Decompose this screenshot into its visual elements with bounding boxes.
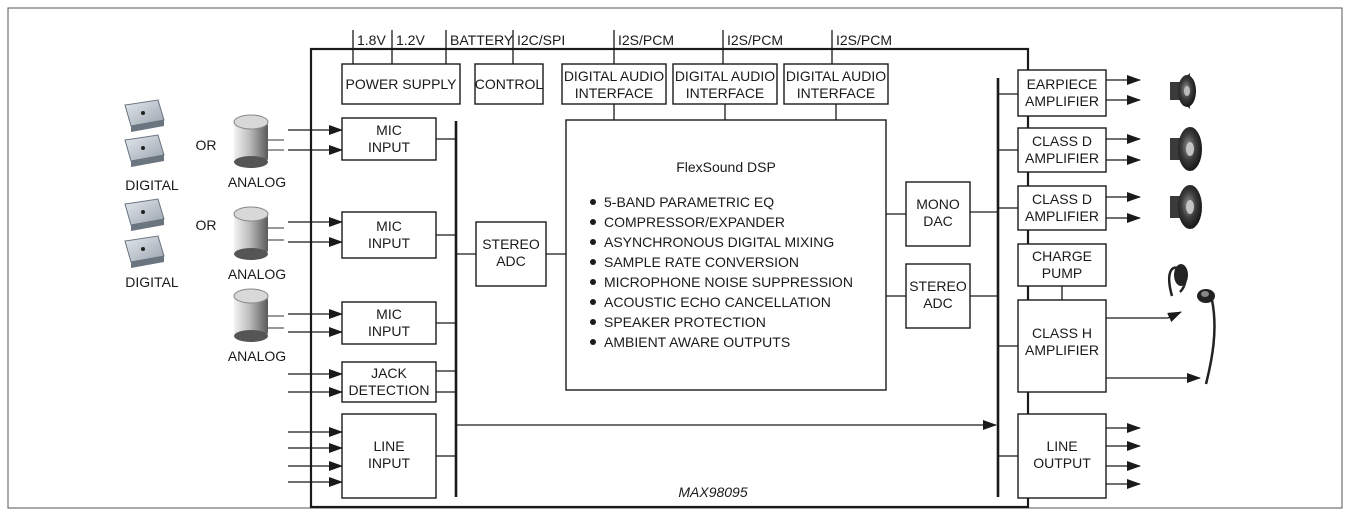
svg-text:INPUT: INPUT	[368, 235, 410, 251]
svg-text:INTERFACE: INTERFACE	[575, 85, 654, 101]
svg-text:DIGITAL AUDIO: DIGITAL AUDIO	[675, 68, 775, 84]
svg-text:ADC: ADC	[923, 295, 953, 311]
svg-text:AMPLIFIER: AMPLIFIER	[1025, 150, 1099, 166]
digital-mic-icon-2	[124, 134, 165, 167]
dsp-block: FlexSound DSP 5-BAND PARAMETRIC EQ COMPR…	[565, 119, 887, 391]
svg-text:LINE: LINE	[373, 438, 404, 454]
earpiece-speaker-icon	[1170, 73, 1196, 109]
svg-text:SAMPLE RATE CONVERSION: SAMPLE RATE CONVERSION	[604, 254, 799, 270]
mic-input-block-2: MIC INPUT	[341, 211, 437, 259]
svg-text:STEREO: STEREO	[909, 278, 967, 294]
analog-label-1: ANALOG	[228, 174, 286, 190]
svg-text:LINE: LINE	[1046, 438, 1077, 454]
svg-text:OUTPUT: OUTPUT	[1033, 455, 1091, 471]
svg-text:INPUT: INPUT	[368, 139, 410, 155]
svg-text:PUMP: PUMP	[1042, 265, 1082, 281]
control-block	[474, 63, 544, 105]
svg-text:ASYNCHRONOUS DIGITAL MIXING: ASYNCHRONOUS DIGITAL MIXING	[604, 234, 834, 250]
pin-i2s-2: I2S/PCM	[727, 32, 783, 48]
svg-text:CLASS D: CLASS D	[1032, 133, 1092, 149]
analog-mic-icon-3	[233, 288, 284, 342]
svg-text:EARPIECE: EARPIECE	[1027, 76, 1098, 92]
svg-text:CLASS D: CLASS D	[1032, 191, 1092, 207]
digital-mic-icon-4	[124, 235, 165, 268]
svg-text:JACK: JACK	[371, 365, 407, 381]
class-d-amplifier-block-1: CLASS D AMPLIFIER	[1017, 127, 1107, 173]
svg-text:INPUT: INPUT	[368, 455, 410, 471]
headphones-icon	[1168, 264, 1216, 385]
class-d-speaker-icon-2	[1170, 185, 1202, 229]
input-arrows	[288, 125, 343, 487]
class-d-amplifier-block-2: CLASS D AMPLIFIER	[1017, 185, 1107, 231]
power-supply-label: POWER SUPPLY	[346, 76, 458, 92]
pin-1v2: 1.2V	[396, 32, 425, 48]
svg-text:CHARGE: CHARGE	[1032, 248, 1092, 264]
svg-text:MIC: MIC	[376, 122, 402, 138]
svg-text:MIC: MIC	[376, 218, 402, 234]
digital-label-1: DIGITAL	[125, 177, 179, 193]
earpiece-amplifier-block: EARPIECE AMPLIFIER	[1017, 69, 1107, 117]
charge-pump-block: CHARGE PUMP	[1017, 243, 1107, 287]
dsp-title: FlexSound DSP	[676, 159, 776, 175]
svg-text:DAC: DAC	[923, 213, 953, 229]
jack-detection-block: JACK DETECTION	[341, 361, 437, 403]
svg-text:DIGITAL AUDIO: DIGITAL AUDIO	[786, 68, 886, 84]
svg-text:COMPRESSOR/EXPANDER: COMPRESSOR/EXPANDER	[604, 214, 785, 230]
svg-text:AMPLIFIER: AMPLIFIER	[1025, 208, 1099, 224]
mic-input-block-3: MIC INPUT	[341, 301, 437, 345]
digital-mic-icon-1	[124, 99, 165, 132]
pin-i2c-spi: I2C/SPI	[517, 32, 565, 48]
svg-text:DIGITAL AUDIO: DIGITAL AUDIO	[564, 68, 664, 84]
svg-text:AMPLIFIER: AMPLIFIER	[1025, 342, 1099, 358]
digital-label-2: DIGITAL	[125, 274, 179, 290]
svg-text:DETECTION: DETECTION	[349, 382, 430, 398]
or-label-2: OR	[196, 217, 217, 233]
analog-label-3: ANALOG	[228, 348, 286, 364]
svg-text:CLASS H: CLASS H	[1032, 325, 1092, 341]
mono-dac-block: MONO DAC	[905, 181, 971, 247]
pin-i2s-1: I2S/PCM	[618, 32, 674, 48]
svg-text:INTERFACE: INTERFACE	[686, 85, 765, 101]
digital-mic-icon-3	[124, 198, 165, 231]
dai-block-1: DIGITAL AUDIO INTERFACE	[561, 63, 667, 105]
mic-input-block-1: MIC INPUT	[341, 117, 437, 161]
stereo-adc-left-block: STEREO ADC	[475, 221, 547, 287]
svg-text:5-BAND PARAMETRIC EQ: 5-BAND PARAMETRIC EQ	[604, 194, 774, 210]
line-input-block: LINE INPUT	[341, 413, 437, 499]
svg-text:INPUT: INPUT	[368, 323, 410, 339]
pin-i2s-3: I2S/PCM	[836, 32, 892, 48]
svg-text:MICROPHONE NOISE SUPPRESSION: MICROPHONE NOISE SUPPRESSION	[604, 274, 853, 290]
control-label: CONTROL	[475, 76, 544, 92]
svg-text:AMBIENT AWARE OUTPUTS: AMBIENT AWARE OUTPUTS	[604, 334, 790, 350]
svg-text:STEREO: STEREO	[482, 236, 540, 252]
analog-mic-icon-2	[233, 206, 284, 260]
svg-text:SPEAKER PROTECTION: SPEAKER PROTECTION	[604, 314, 766, 330]
svg-text:AMPLIFIER: AMPLIFIER	[1025, 93, 1099, 109]
analog-mic-icon-1	[233, 114, 284, 168]
svg-text:ADC: ADC	[496, 253, 526, 269]
svg-text:MONO: MONO	[916, 196, 960, 212]
pin-1v8: 1.8V	[357, 32, 386, 48]
output-arrows	[1106, 75, 1201, 489]
power-supply-block	[341, 63, 461, 105]
class-h-amplifier-block: CLASS H AMPLIFIER	[1017, 299, 1107, 393]
dai-block-2: DIGITAL AUDIO INTERFACE	[672, 63, 778, 105]
dai-block-3: DIGITAL AUDIO INTERFACE	[783, 63, 889, 105]
or-label-1: OR	[196, 137, 217, 153]
svg-text:ACOUSTIC ECHO CANCELLATION: ACOUSTIC ECHO CANCELLATION	[604, 294, 831, 310]
svg-text:INTERFACE: INTERFACE	[797, 85, 876, 101]
stereo-adc-right-block: STEREO ADC	[905, 263, 971, 329]
line-output-block: LINE OUTPUT	[1017, 413, 1107, 499]
pin-battery: BATTERY	[450, 32, 514, 48]
analog-label-2: ANALOG	[228, 266, 286, 282]
chip-name: MAX98095	[678, 484, 747, 500]
class-d-speaker-icon-1	[1170, 127, 1202, 171]
svg-text:MIC: MIC	[376, 306, 402, 322]
top-pins: 1.8V 1.2V BATTERY I2C/SPI I2S/PCM I2S/PC…	[352, 30, 892, 64]
